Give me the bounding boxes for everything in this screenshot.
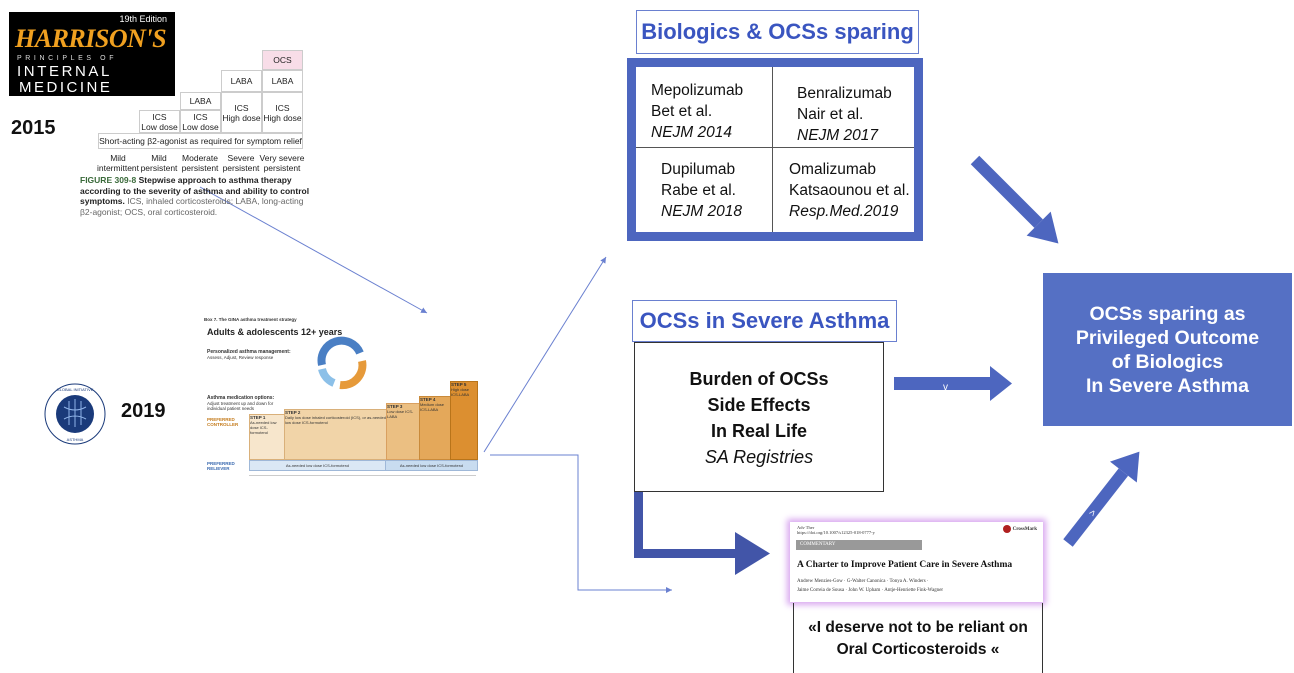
- arrow-harrison-to-gina: [199, 186, 428, 314]
- arrow-burden-to-outcome: v: [894, 366, 1012, 401]
- crossmark-icon: CrossMark: [1002, 525, 1037, 533]
- arrow-burden-to-article: [634, 492, 770, 575]
- grid-divider-v: [772, 67, 773, 232]
- harrison-edition: 19th Edition: [119, 14, 167, 24]
- figure-caption: FIGURE 309-8 Stepwise approach to asthma…: [80, 175, 315, 217]
- harrison-logo: 19th Edition HARRISON'S PRINCIPLES OF IN…: [9, 12, 175, 96]
- gina-step-3: STEP 3 Low dose ICS-LABA: [386, 403, 420, 460]
- gina-options-sub: Adjust treatment up and down for individ…: [207, 401, 274, 411]
- cell-ocs: OCS: [262, 50, 303, 70]
- quote-line-1: «I deserve not to be reliant on: [808, 619, 1028, 636]
- severe-asthma-title: OCSs in Severe Asthma: [632, 300, 897, 342]
- cell-laba-5: LABA: [262, 70, 303, 92]
- grid-divider-h: [636, 147, 914, 148]
- gina-personalized: Personalized asthma management:: [207, 349, 291, 355]
- gina-step-4: STEP 4 Medium dose ICS-LABA: [419, 396, 451, 460]
- step-label-2: Mild persistent: [140, 153, 178, 173]
- burden-registries: SA Registries: [704, 447, 814, 467]
- year-2015: 2015: [11, 117, 56, 139]
- article-title: A Charter to Improve Patient Care in Sev…: [797, 560, 1013, 570]
- quote-line-2: Oral Corticosteroids «: [836, 641, 1000, 658]
- cell-ics-low-2: ICS Low dose: [139, 110, 180, 133]
- burden-box: Burden of OCSs Side Effects In Real Life…: [634, 342, 884, 492]
- gina-step-5: STEP 5 High dose ICS-LABA: [450, 381, 478, 460]
- burden-line-1: Burden of OCSs: [689, 369, 829, 389]
- arrow-article-to-outcome: >: [1063, 451, 1140, 547]
- biologics-title: Biologics & OCSs sparing: [636, 10, 919, 54]
- step-label-3: Moderate persistent: [181, 153, 219, 173]
- saba-bar: Short-acting β2-agonist as required for …: [98, 133, 303, 149]
- gina-preferred-controller: PREFERRED CONTROLLER: [207, 417, 239, 427]
- gina-logo: GLOBAL INITIATIVE ASTHMA: [44, 383, 106, 445]
- figure-label: FIGURE 309-8: [80, 175, 137, 185]
- article-meta: Adv Ther https://doi.org/10.1007/s12325-…: [797, 525, 875, 535]
- gina-reliever-2: As-needed low dose ICS-formoterol: [385, 460, 478, 471]
- gina-step-2: STEP 2 Daily low dose inhaled corticoste…: [284, 409, 387, 460]
- gina-cycle-diagram: [317, 336, 367, 390]
- arrow-biologics-to-outcome: [970, 155, 1059, 244]
- cell-ics-low-3: ICS Low dose: [180, 110, 221, 133]
- harrison-line2: MEDICINE: [19, 79, 113, 96]
- gina-reliever-1: As-needed low dose ICS-formoterol: [249, 460, 386, 471]
- harrison-subtitle: PRINCIPLES OF: [17, 55, 118, 62]
- svg-text:v: v: [943, 382, 948, 393]
- gina-heading: Adults & adolescents 12+ years: [207, 327, 343, 337]
- harrison-line1: INTERNAL: [17, 63, 112, 80]
- arrow-gina-to-article: [490, 454, 672, 593]
- patient-quote: «I deserve not to be reliant on Oral Cor…: [793, 603, 1043, 673]
- step-label-1: Mild intermittent: [96, 153, 140, 173]
- outcome-box: OCSs sparing as Privileged Outcome of Bi…: [1043, 273, 1292, 426]
- gina-footnotes: [249, 475, 476, 498]
- gina-box-label: Box 7. The GINA asthma treatment strateg…: [204, 317, 297, 322]
- article-authors: Andrew Menzies-Gow · G-Walter Canonica ·…: [797, 579, 944, 593]
- gina-personalized-sub: Assess, Adjust, Review response: [207, 355, 274, 360]
- article-thumbnail: Adv Ther https://doi.org/10.1007/s12325-…: [790, 522, 1043, 602]
- svg-text:GLOBAL INITIATIVE: GLOBAL INITIATIVE: [57, 387, 94, 392]
- figure-title: Stepwise approach to asthma therapy acco…: [80, 175, 310, 206]
- step-label-4: Severe persistent: [222, 153, 260, 173]
- gina-options: Asthma medication options:: [207, 395, 275, 401]
- cell-laba-3: LABA: [180, 92, 221, 110]
- step-label-5: Very severe persistent: [259, 153, 305, 173]
- gina-strategy-figure: Box 7. The GINA asthma treatment strateg…: [204, 317, 478, 500]
- cell-laba-4: LABA: [221, 70, 262, 92]
- figure-abbrev: ICS, inhaled corticosteroids; LABA, long…: [80, 196, 304, 217]
- harrison-name: HARRISON'S: [15, 24, 167, 53]
- gina-preferred-reliever: PREFERRED RELIEVER: [207, 461, 235, 471]
- cell-ics-high-4: ICS High dose: [221, 92, 262, 133]
- cell-ics-high-5: ICS High dose: [262, 92, 303, 133]
- year-2019: 2019: [121, 400, 166, 422]
- article-section: COMMENTARY: [796, 540, 922, 550]
- gina-step-1: STEP 1 As-needed low dose ICS-formoterol: [249, 414, 285, 460]
- burden-line-2: Side Effects: [707, 395, 811, 415]
- burden-line-3: In Real Life: [710, 421, 808, 441]
- svg-text:ASTHMA: ASTHMA: [67, 437, 84, 442]
- svg-text:>: >: [1087, 507, 1099, 519]
- arrow-gina-to-biologics: [483, 256, 607, 453]
